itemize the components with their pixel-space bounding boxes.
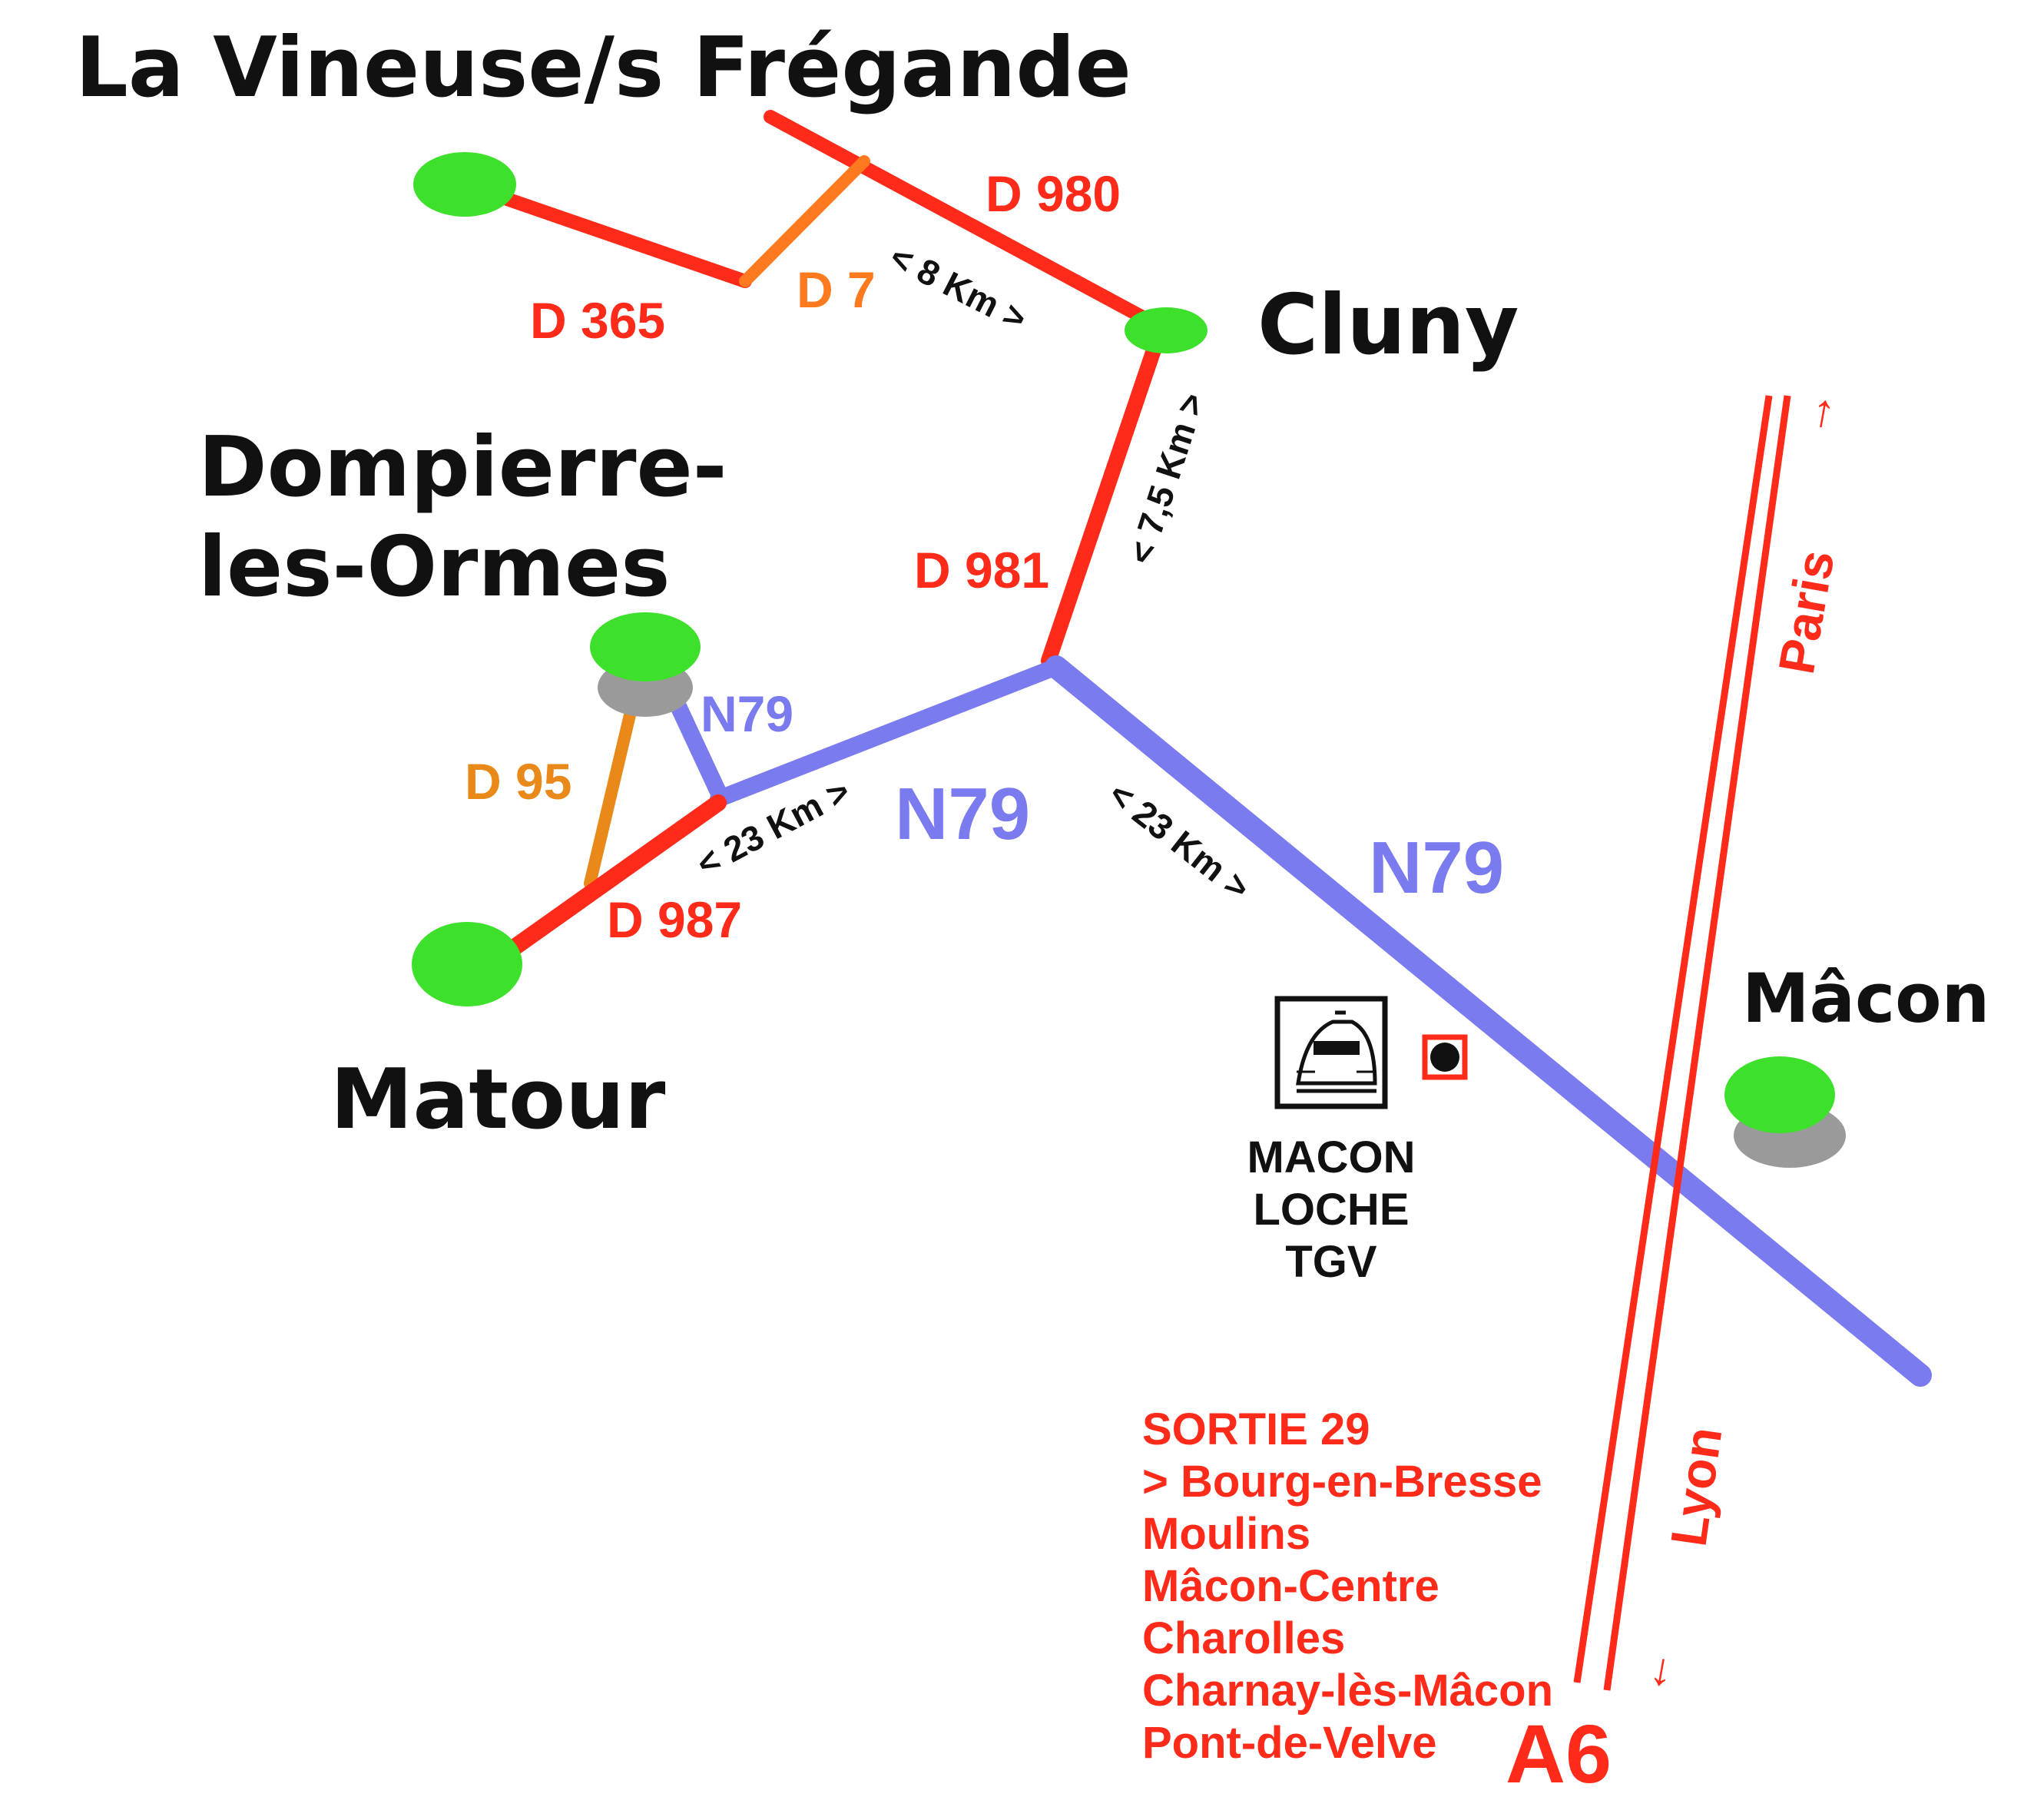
town-marker-matour [412, 922, 522, 1006]
town-label-dompierre-2: les-Ormes [198, 519, 671, 615]
road-label-d7: D 7 [797, 261, 876, 318]
road-a6-left [1573, 395, 1773, 1683]
road-n79-west [710, 658, 1065, 807]
road-d7 [739, 155, 870, 287]
sortie-item: Pont-de-Velve [1142, 1718, 1437, 1768]
town-label-matour: Matour [330, 1052, 665, 1148]
station-label-2: LOCHE [1254, 1185, 1410, 1235]
sortie-item: > Bourg-en-Bresse [1142, 1457, 1542, 1507]
station-label-1: MACON [1247, 1132, 1415, 1182]
town-label-cluny: Cluny [1257, 277, 1519, 373]
town-marker-dompierre [590, 612, 701, 681]
sortie-item: Mâcon-Centre [1142, 1561, 1439, 1611]
town-marker-macon [1724, 1056, 1835, 1133]
station-dot [1430, 1043, 1459, 1072]
sortie-list: SORTIE 29 > Bourg-en-Bresse Moulins Mâco… [1142, 1404, 1553, 1768]
road-label-d980: D 980 [986, 165, 1121, 222]
distance-junction-macon: < 23 Km > [1102, 774, 1257, 908]
road-label-d981: D 981 [914, 542, 1049, 598]
town-label-dompierre-1: Dompierre- [198, 419, 727, 516]
town-label-vineuse: La Vineuse/s Frégande [75, 20, 1131, 116]
direction-lyon-arrow: ↓ [1646, 1642, 1678, 1696]
road-a6-right [1603, 395, 1791, 1691]
road-label-n79-right: N79 [1369, 827, 1504, 909]
direction-paris: Paris [1767, 546, 1845, 678]
town-marker-cluny [1125, 307, 1208, 353]
road-d980 [764, 110, 1167, 333]
road-d365 [458, 177, 752, 288]
direction-paris-arrow: → [1786, 386, 1844, 440]
road-label-a6: A6 [1506, 1707, 1612, 1800]
road-d987 [499, 794, 727, 961]
road-label-n79-mid: N79 [895, 773, 1030, 855]
road-label-d95: D 95 [465, 753, 571, 810]
sortie-title: SORTIE 29 [1142, 1404, 1370, 1454]
road-n79-east [1045, 655, 1932, 1387]
sortie-item: Moulins [1142, 1509, 1310, 1559]
road-d981 [1041, 324, 1168, 668]
direction-lyon: Lyon [1660, 1424, 1733, 1550]
road-label-n79-small: N79 [701, 685, 793, 742]
road-label-d987: D 987 [607, 891, 742, 948]
sortie-item: Charnay-lès-Mâcon [1142, 1666, 1553, 1716]
station-label-3: TGV [1285, 1237, 1377, 1287]
town-label-macon: Mâcon [1742, 959, 1989, 1038]
town-marker-vineuse [413, 152, 516, 217]
sortie-item: Charolles [1142, 1613, 1345, 1663]
train-icon [1274, 996, 1388, 1109]
road-label-d365: D 365 [530, 292, 665, 349]
